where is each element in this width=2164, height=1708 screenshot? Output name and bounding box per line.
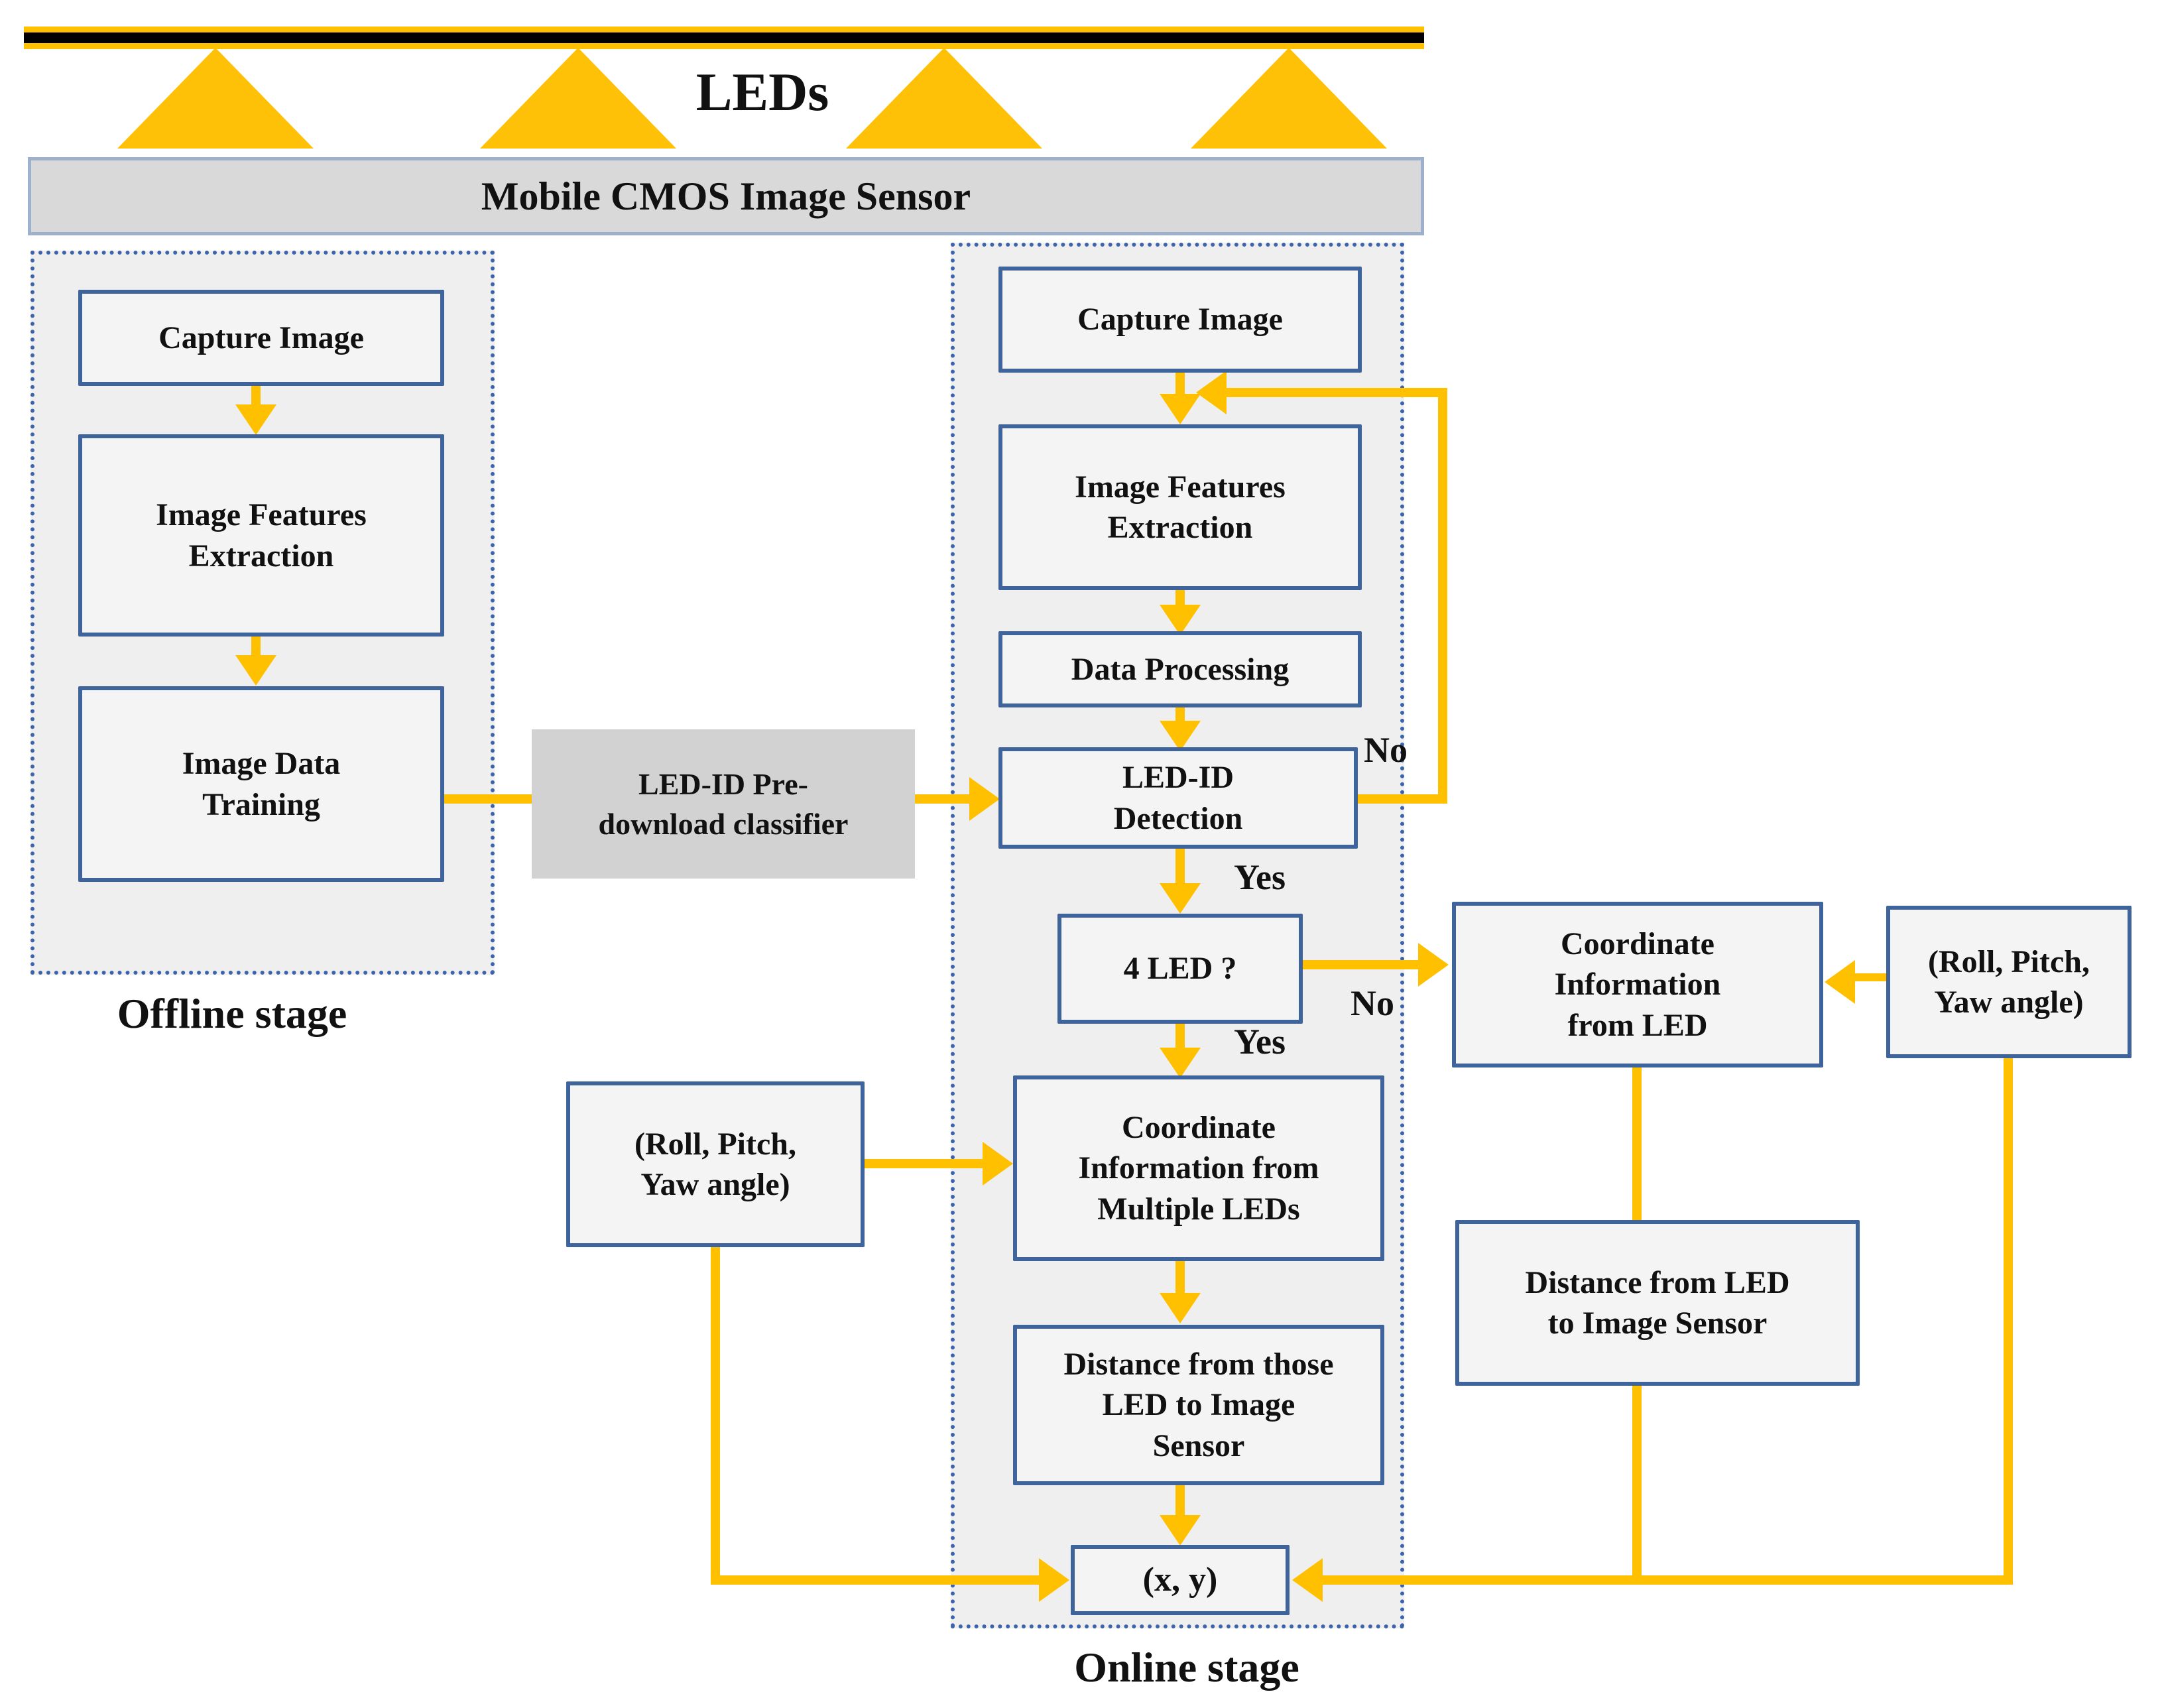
arrowhead-left-icon: [1825, 960, 1855, 1004]
arrow-offline-capture-to-features: [251, 386, 261, 404]
arrowhead-down-icon: [235, 655, 276, 686]
arrowhead-left-icon: [1292, 1558, 1323, 1602]
connector-decision-no: [1303, 960, 1418, 969]
cmos-sensor-bar: Mobile CMOS Image Sensor: [28, 157, 1424, 235]
four-led-decision-box: 4 LED ?: [1057, 914, 1303, 1024]
distance-multiple-leds-box: Distance from those LED to Image Sensor: [1013, 1325, 1384, 1485]
distance-led-to-sensor-box: Distance from LED to Image Sensor: [1455, 1220, 1860, 1386]
coordinate-info-multiple-leds-box: Coordinate Information from Multiple LED…: [1013, 1075, 1384, 1261]
arrow-processing-to-detection: [1175, 707, 1185, 721]
connector-left-rpy-to-coord-multi: [865, 1159, 983, 1168]
arrowhead-down-icon: [1160, 1293, 1201, 1323]
arrowhead-down-icon: [1160, 394, 1201, 424]
arrow-online-capture-to-features: [1175, 373, 1185, 394]
online-image-features-extraction-box: Image Features Extraction: [998, 424, 1362, 590]
arrowhead-right-icon: [983, 1142, 1013, 1186]
led-light-cone-icon: [846, 48, 1042, 149]
led-id-pre-download-classifier-box: LED-ID Pre- download classifier: [532, 729, 915, 879]
connector-feedback-top: [1227, 388, 1447, 397]
left-roll-pitch-yaw-box: (Roll, Pitch, Yaw angle): [566, 1081, 865, 1247]
led-light-cone-icon: [117, 48, 314, 149]
arrowhead-down-icon: [1160, 1048, 1201, 1078]
arrow-distance-to-position: [1175, 1485, 1185, 1515]
arrow-offline-features-to-training: [251, 637, 261, 655]
coordinate-info-from-led-box: Coordinate Information from LED: [1452, 902, 1823, 1068]
offline-capture-image-box: Capture Image: [78, 290, 444, 386]
arrowhead-down-icon: [1160, 1515, 1201, 1546]
led-id-detection-box: LED-ID Detection: [998, 747, 1358, 849]
connector-left-rpy-down: [711, 1247, 720, 1585]
online-capture-image-box: Capture Image: [998, 267, 1362, 373]
arrowhead-left-icon: [1196, 371, 1227, 414]
arrowhead-right-icon: [969, 777, 1000, 821]
offline-stage-label: Offline stage: [117, 990, 347, 1037]
arrow-features-to-processing: [1175, 590, 1185, 605]
led-light-cone-icon: [480, 48, 676, 149]
connector-right-rpy-down: [2004, 1058, 2013, 1582]
data-processing-box: Data Processing: [998, 631, 1362, 707]
right-roll-pitch-yaw-box: (Roll, Pitch, Yaw angle): [1886, 906, 2132, 1058]
ceiling-bar: [24, 27, 1424, 49]
position-xy-box: (x, y): [1071, 1545, 1290, 1615]
arrowhead-down-icon: [1160, 605, 1201, 635]
decision-yes-label: Yes: [1234, 1022, 1286, 1062]
arrowhead-right-icon: [1039, 1558, 1069, 1602]
connector-right-to-position: [1323, 1575, 2013, 1585]
led-light-cone-icon: [1191, 48, 1387, 149]
offline-image-features-extraction-box: Image Features Extraction: [78, 434, 444, 637]
arrow-coord-multi-to-distance: [1175, 1261, 1185, 1293]
leds-title: LEDs: [695, 62, 829, 122]
connector-distance-led-down: [1632, 1386, 1642, 1575]
connector-left-to-position: [711, 1575, 1039, 1585]
detection-no-label: No: [1364, 730, 1408, 770]
arrowhead-down-icon: [1160, 721, 1201, 751]
arrow-detection-to-decision: [1175, 849, 1185, 883]
detection-yes-label: Yes: [1234, 857, 1286, 897]
connector-feedback-vertical: [1438, 388, 1447, 799]
connector-detection-no-exit: [1358, 794, 1447, 804]
connector-coord-led-to-distance-led: [1632, 1068, 1642, 1220]
decision-no-label: No: [1351, 983, 1394, 1023]
arrowhead-right-icon: [1418, 943, 1449, 987]
online-stage-label: Online stage: [1074, 1644, 1299, 1691]
arrowhead-down-icon: [1160, 883, 1201, 914]
connector-right-rpy-to-coord-led: [1854, 973, 1886, 981]
arrow-decision-to-coord-multi: [1175, 1024, 1185, 1048]
offline-image-data-training-box: Image Data Training: [78, 686, 444, 882]
arrowhead-down-icon: [235, 404, 276, 435]
